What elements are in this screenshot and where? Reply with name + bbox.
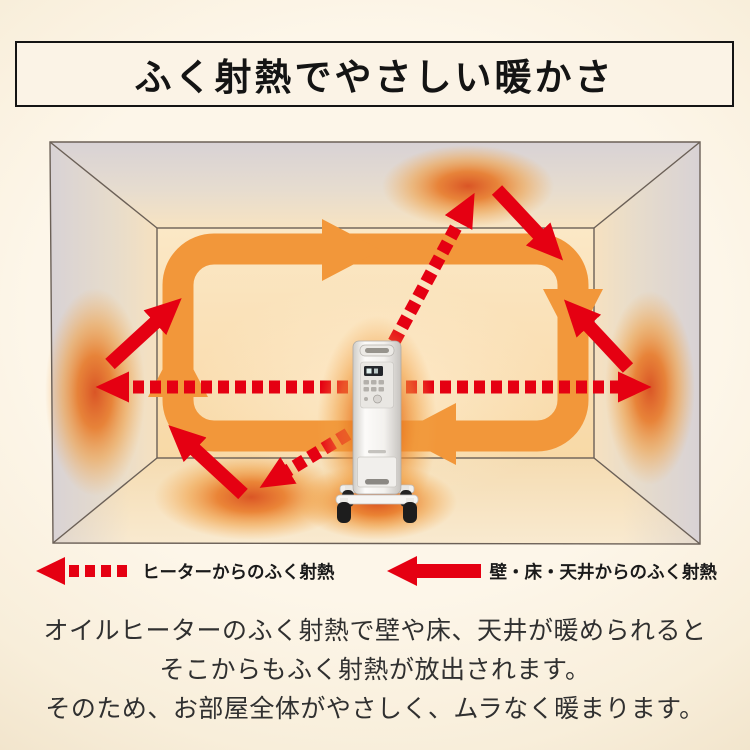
legend-label-surfaces: 壁・床・天井からのふく射熱 <box>489 561 718 582</box>
radiant-arrows-from-heater <box>95 192 652 488</box>
heater-logo-mark <box>368 450 386 454</box>
radiant-arrow-from-ceiling <box>491 185 564 261</box>
radiant-arrow-from-left-wall <box>105 298 182 370</box>
radiant-arrow-from-floor <box>168 425 248 500</box>
ceiling <box>50 142 700 228</box>
left-wall-heat-glow <box>45 288 145 496</box>
floor-heat-glow <box>154 454 348 540</box>
legend: ヒーターからのふく射熱 壁・床・天井からのふく射熱 <box>0 556 750 586</box>
dashed-arrow-icon <box>36 557 133 585</box>
heater-radiant-arrow-down <box>259 428 352 488</box>
heater-radiant-arrow-up <box>388 192 475 346</box>
description-line-2: そこからもふく射熱が放出されます。 <box>159 656 591 684</box>
heater-handle <box>359 344 395 357</box>
heater-control-panel <box>360 361 394 409</box>
oil-heater <box>335 340 419 523</box>
description-line-3: そのため、お部屋全体がやさしく、ムラなく暖まります。 <box>45 695 705 723</box>
flow-arrowhead-top <box>322 219 381 281</box>
title-banner: ふく射熱でやさしい暖かさ <box>15 41 734 107</box>
legend-label-heater: ヒーターからのふく射熱 <box>142 561 335 582</box>
legend-item-heater: ヒーターからのふく射熱 <box>33 556 335 586</box>
legend-item-surfaces: 壁・床・天井からのふく射熱 <box>385 556 718 586</box>
heater-front-casters <box>337 498 417 523</box>
solid-arrow-icon <box>386 556 481 586</box>
page-title: ふく射熱でやさしい暖かさ <box>134 57 615 98</box>
heater-bottom-vent <box>365 479 389 485</box>
radiant-arrows-from-surfaces <box>105 185 634 500</box>
heater-power-button <box>373 394 382 404</box>
heater-buttons <box>363 380 384 401</box>
description-text: オイルヒーターのふく射熱で壁や床、天井が暖められると そこからもふく射熱が放出さ… <box>0 612 750 729</box>
description-line-1: オイルヒーターのふく射熱で壁や床、天井が暖められると <box>43 617 707 645</box>
radiant-arrow-from-right-wall <box>563 299 634 373</box>
heater-front-axle <box>335 494 419 505</box>
